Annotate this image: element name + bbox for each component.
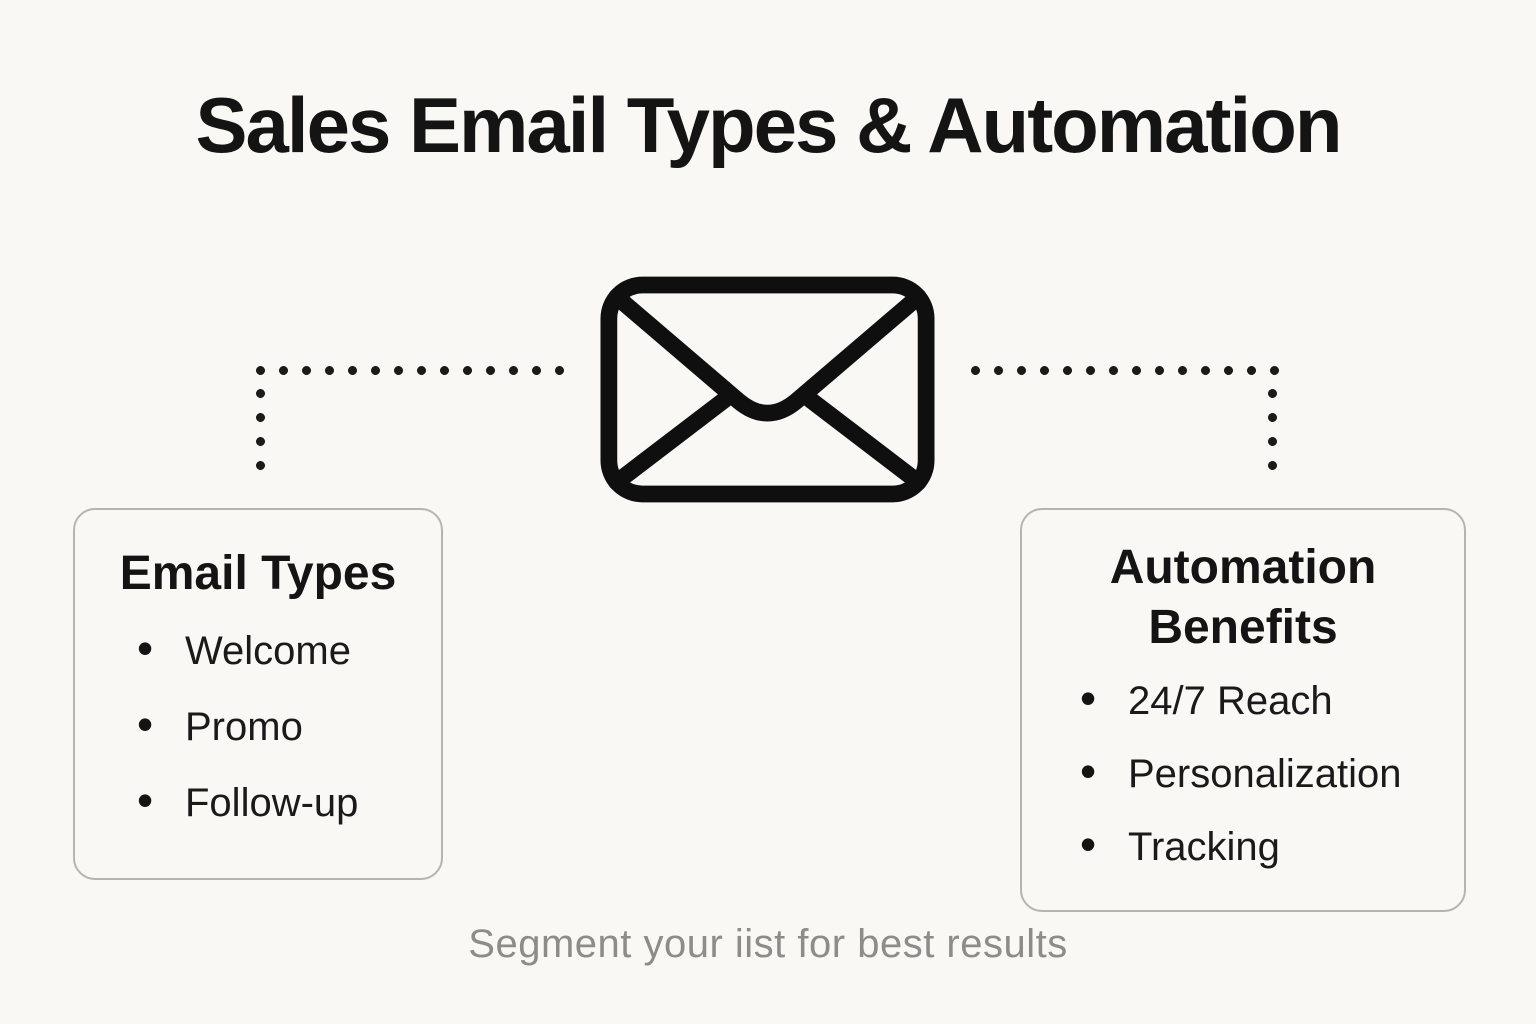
email-types-card: Email Types Welcome Promo Follow-up (73, 508, 443, 880)
list-item: Follow-up (137, 779, 441, 824)
list-item: Welcome (137, 627, 441, 672)
page-title: Sales Email Types & Automation (195, 81, 1343, 169)
email-types-card-title: Email Types (119, 547, 397, 600)
dotted-connector-left-vertical (256, 389, 265, 470)
automation-benefits-card-title: Automation Benefits (1109, 541, 1377, 654)
dotted-connector-right-horizontal (971, 366, 1279, 375)
footer-caption: Segment your iist for best results (468, 922, 1068, 966)
dotted-connector-right-vertical (1268, 389, 1277, 470)
list-item: Tracking (1080, 823, 1464, 868)
dotted-connector-left-horizontal (256, 366, 564, 375)
list-item: Personalization (1080, 750, 1464, 795)
envelope-icon (600, 276, 935, 503)
automation-benefits-card: Automation Benefits 24/7 Reach Personali… (1020, 508, 1466, 912)
list-item: Promo (137, 703, 441, 748)
list-item: 24/7 Reach (1080, 677, 1464, 722)
email-types-list: Welcome Promo Follow-up (75, 627, 441, 824)
automation-benefits-list: 24/7 Reach Personalization Tracking (1022, 677, 1464, 868)
